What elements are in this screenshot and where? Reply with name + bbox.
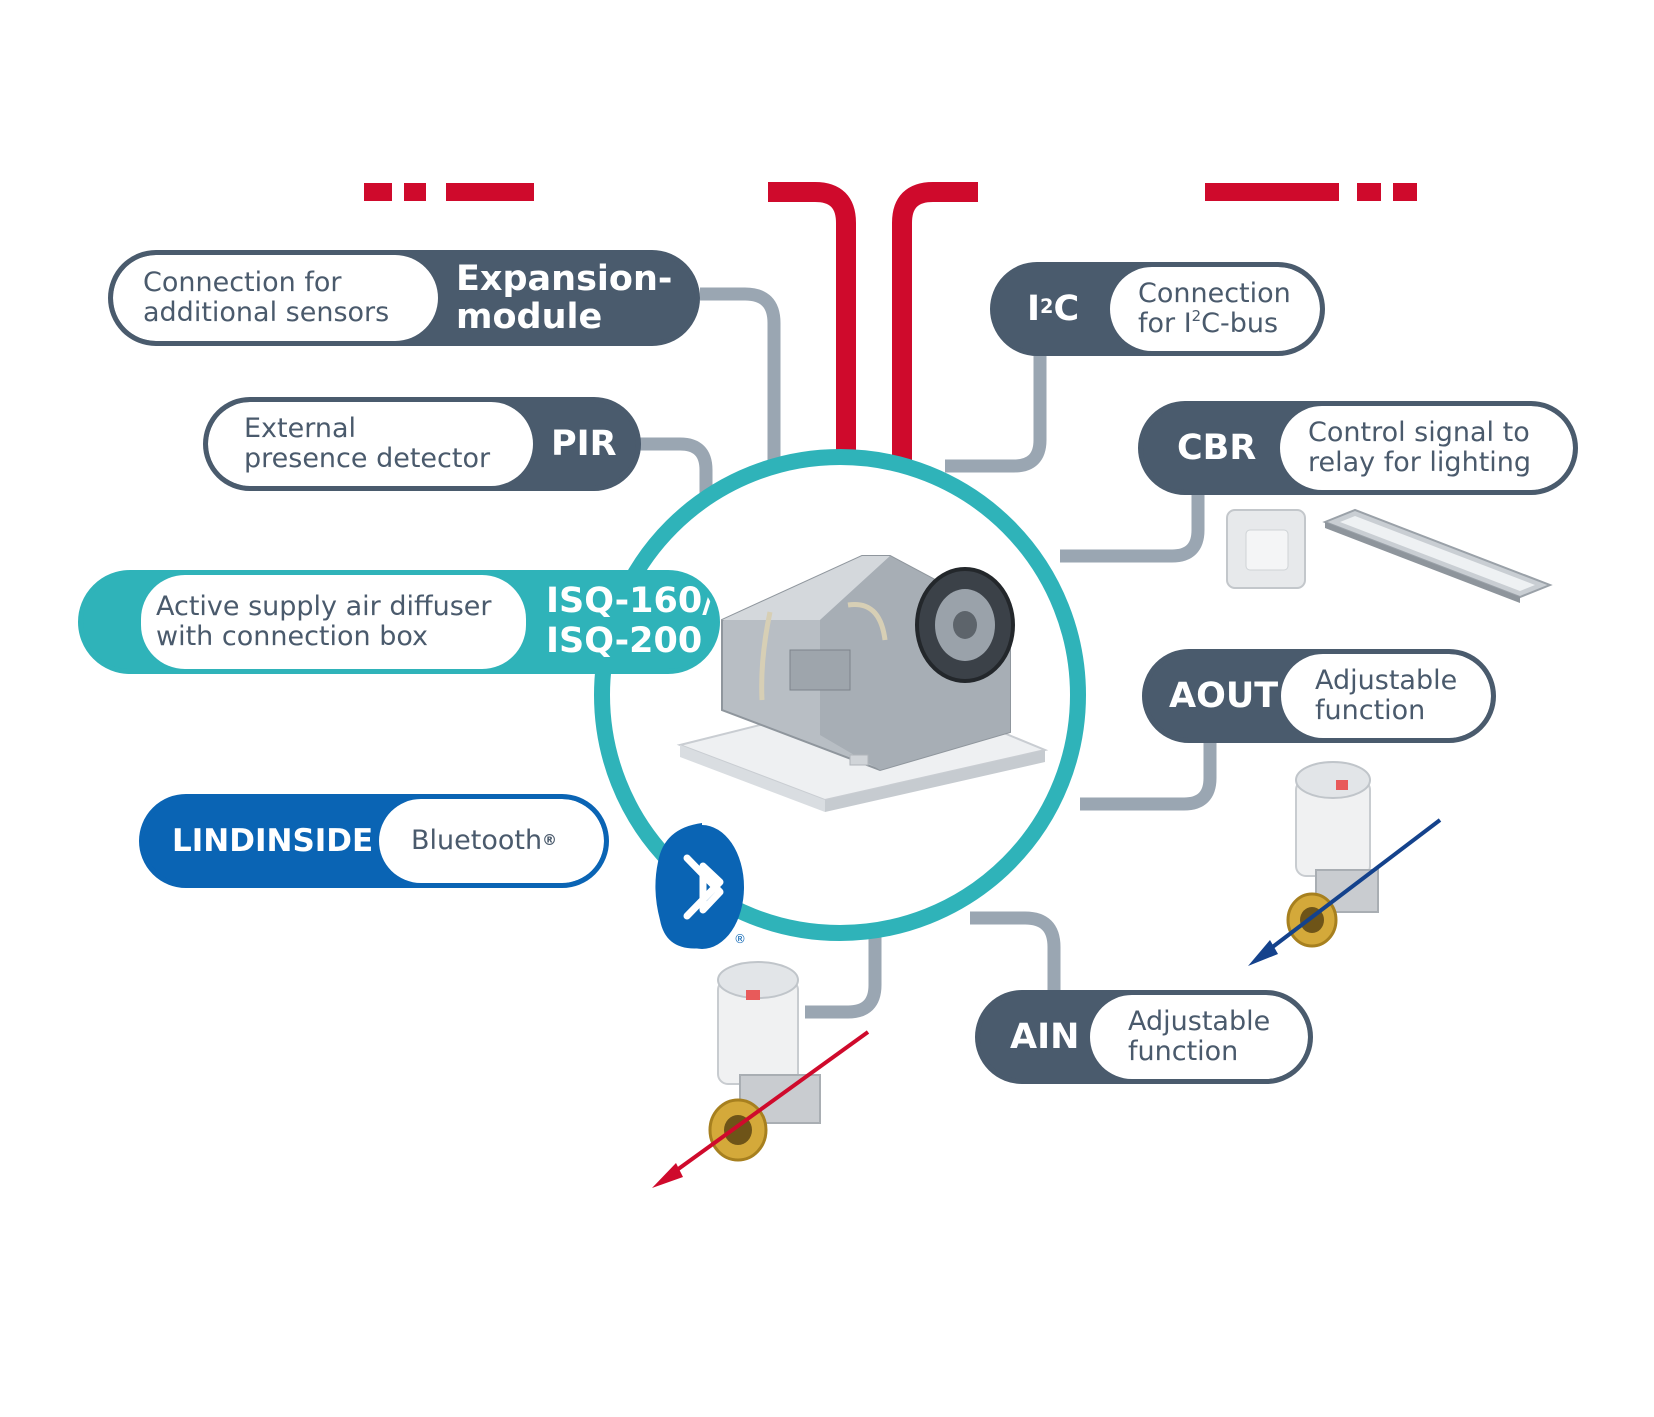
lindinside-value: Bluetooth® bbox=[379, 799, 604, 883]
wire-valve-left bbox=[805, 935, 882, 1019]
isq-line2: with connection box bbox=[156, 621, 429, 652]
wire-cbr bbox=[1060, 495, 1205, 563]
red-dash bbox=[446, 183, 534, 201]
red-dash bbox=[364, 183, 392, 201]
isq-label: Active supply air diffuser with connecti… bbox=[78, 570, 720, 674]
expansion-key2: module bbox=[456, 297, 603, 337]
pir-label: External presence detector PIR bbox=[203, 397, 641, 491]
valve-actuator-icon bbox=[652, 961, 870, 1188]
ain-description: Adjustable function bbox=[1090, 995, 1308, 1079]
cbr-label: CBR Control signal to relay for lighting bbox=[1138, 401, 1578, 495]
red-cable-left bbox=[768, 182, 856, 470]
valve-actuator-icon bbox=[1248, 761, 1442, 966]
wire-ain bbox=[970, 911, 1061, 995]
cbr-line2: relay for lighting bbox=[1308, 447, 1532, 478]
expansion-module-key: Expansion- module bbox=[438, 255, 672, 341]
ain-key: AIN bbox=[1010, 1017, 1080, 1057]
expansion-module-description: Connection for additional sensors bbox=[113, 255, 438, 341]
i2c-key-base: I bbox=[1027, 289, 1041, 329]
aout-description: Adjustable function bbox=[1281, 654, 1491, 738]
grey-wires bbox=[640, 287, 1217, 1019]
cbr-line1: Control signal to bbox=[1308, 416, 1530, 448]
pir-key: PIR bbox=[551, 424, 617, 464]
isq-description: Active supply air diffuser with connecti… bbox=[141, 575, 526, 669]
i2c-description: Connection for I2C-bus bbox=[1110, 267, 1320, 351]
red-dash bbox=[1357, 183, 1381, 201]
ain-label: AIN Adjustable function bbox=[975, 990, 1313, 1084]
pir-line1: External bbox=[244, 412, 357, 444]
aout-line1: Adjustable bbox=[1315, 664, 1458, 696]
i2c-line2-sup: 2 bbox=[1191, 306, 1202, 325]
isq-key: ISQ-160/ ISQ-200 bbox=[526, 575, 715, 669]
wall-switch-icon bbox=[1226, 509, 1306, 589]
red-dash bbox=[1393, 183, 1417, 201]
expansion-line2: additional sensors bbox=[143, 297, 390, 328]
lindinside-label: LINDINSIDE Bluetooth® bbox=[139, 794, 609, 888]
ain-line2: function bbox=[1128, 1036, 1239, 1067]
wire-aout bbox=[1080, 743, 1217, 811]
cbr-description: Control signal to relay for lighting bbox=[1280, 406, 1573, 490]
cbr-key: CBR bbox=[1177, 428, 1257, 468]
expansion-line1: Connection for bbox=[143, 266, 342, 298]
bluetooth-icon bbox=[655, 823, 744, 949]
wire-i2c bbox=[945, 335, 1047, 473]
wire-expansion bbox=[700, 287, 781, 472]
i2c-line1: Connection bbox=[1138, 277, 1291, 309]
pir-line2: presence detector bbox=[244, 443, 491, 474]
lindinside-key: LINDINSIDE bbox=[172, 823, 374, 859]
i2c-key-tail: C bbox=[1053, 289, 1080, 329]
i2c-line2-b: C-bus bbox=[1201, 308, 1279, 339]
isq-line1: Active supply air diffuser bbox=[156, 590, 492, 622]
aout-key: AOUT bbox=[1169, 676, 1279, 716]
isq-key2: ISQ-200 bbox=[545, 621, 703, 661]
i2c-line2-a: for I bbox=[1138, 308, 1192, 339]
ain-line1: Adjustable bbox=[1128, 1005, 1271, 1037]
air-diffuser-icon bbox=[676, 555, 1049, 812]
ceiling-lamp-icon bbox=[1322, 508, 1553, 603]
red-dash bbox=[1205, 183, 1339, 201]
bluetooth-text: Bluetooth bbox=[411, 824, 543, 856]
red-bus-lines bbox=[364, 183, 1417, 201]
red-dash bbox=[404, 183, 426, 201]
pir-description: External presence detector bbox=[208, 402, 533, 486]
expansion-module-label: Connection for additional sensors Expans… bbox=[108, 250, 700, 346]
bluetooth-trademark: ® bbox=[734, 932, 746, 946]
aout-label: AOUT Adjustable function bbox=[1142, 649, 1496, 743]
isq-key1: ISQ-160/ bbox=[545, 581, 715, 622]
aout-line2: function bbox=[1315, 695, 1426, 726]
red-cable-right bbox=[892, 182, 978, 470]
expansion-key1: Expansion- bbox=[456, 258, 673, 299]
i2c-line2: for I2C-bus bbox=[1138, 306, 1291, 340]
wire-pir bbox=[640, 437, 713, 532]
